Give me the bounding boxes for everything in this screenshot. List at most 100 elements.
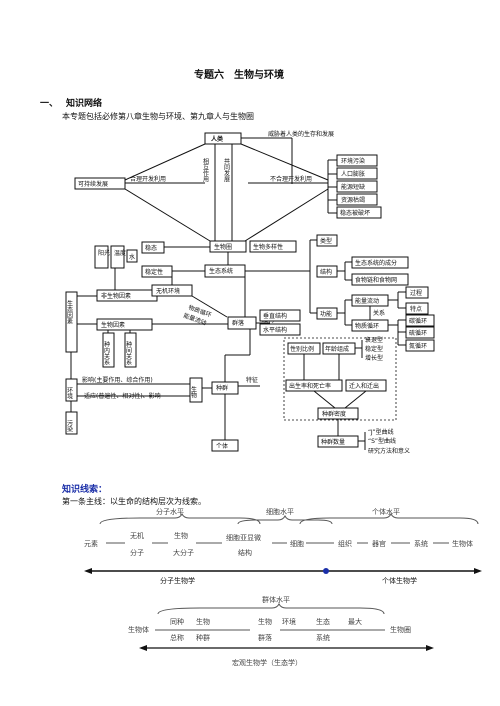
label-steady: 稳态	[145, 244, 157, 252]
label-system: 系统	[414, 539, 428, 548]
label-birth-death: 出生率和死亡率	[289, 382, 331, 390]
label-structure: 结构	[320, 268, 332, 276]
label-interact: 相互作用	[202, 157, 209, 183]
label-carbon-cycle: 碳循环	[409, 317, 427, 325]
box-vertical	[259, 309, 301, 322]
box-carbon-cycle	[405, 314, 435, 327]
label-sulfur-cycle: 硫循环	[409, 329, 427, 337]
box-pop-expansion	[336, 167, 378, 180]
label-organism: 生物体	[452, 539, 473, 548]
label-food-chain: 食物链和食物网	[355, 276, 397, 284]
label-sustainable: 可持续发展	[78, 180, 108, 188]
levels-diagram-1: 分子水平 细胞水平 个体水平 元素 无机 分子 生物 大分子 细胞亚显微 结构 …	[84, 507, 482, 585]
label-migration: 迁入和迁出	[349, 382, 379, 390]
label-bio: 生物	[196, 617, 210, 626]
label-subcellular: 细胞亚显微	[226, 533, 261, 542]
label-water: 水	[129, 253, 135, 261]
label-threat: 威胁着人类的生存和发展	[268, 130, 334, 138]
clue-line1: 第一条主线：以生命的结构层次为线索。	[62, 497, 206, 506]
label-macro-biology: 宏观生物学（生态学）	[232, 658, 302, 667]
label-eco-damage: 稳态被破坏	[340, 209, 370, 217]
label-inorganic: 无机	[130, 531, 144, 540]
label-stability: 稳定性	[145, 268, 163, 276]
box-pollution	[65, 411, 78, 435]
label-env-pollution: 环境污染	[341, 157, 365, 165]
label-resource-exhaust: 资源枯竭	[341, 196, 365, 204]
brace-cell	[237, 514, 333, 525]
label-element: 元素	[84, 539, 98, 548]
brace-molecular	[99, 512, 261, 525]
label-s-curve: “S”型曲线	[368, 437, 396, 445]
label-abiotic: 非生物因素	[101, 292, 131, 300]
label-largest: 最大	[348, 617, 362, 626]
label-energy-short: 能源短缺	[341, 183, 365, 191]
label-sunlight: 阳光	[98, 249, 110, 257]
label-pop-number: 种群数量	[321, 438, 345, 446]
arrow-right-2	[426, 645, 434, 651]
label-cell-level: 细胞水平	[266, 507, 294, 516]
box-organism	[189, 377, 203, 403]
label-pollution: 污染	[66, 419, 73, 433]
label-group-level: 群体水平	[262, 595, 290, 604]
arrow-left	[84, 568, 92, 574]
label-function: 功能	[320, 310, 332, 318]
label-process: 过程	[410, 289, 422, 297]
box-type	[316, 234, 338, 247]
label-human: 人类	[211, 135, 224, 143]
intro-text: 本专题包括必修第八章生物与环境、第九章人与生物圈	[62, 112, 254, 121]
label-organ: 器官	[372, 539, 386, 548]
label-biosphere: 生物圈	[214, 243, 232, 251]
label-rational-use: 合理开发利用	[130, 175, 166, 183]
label-molecule: 分子	[130, 548, 144, 557]
label-macromolecule: 大分子	[173, 548, 194, 557]
box-sulfur-cycle	[405, 326, 435, 339]
label-sex-ratio: 性别比例	[290, 345, 314, 353]
label-age-comp: 年龄组成	[325, 345, 349, 353]
arrow-right	[474, 568, 482, 574]
box-eco-damage	[336, 206, 382, 219]
label-biotic: 生物因素	[101, 321, 125, 329]
section-heading: 一、知识网络	[40, 96, 102, 109]
label-ecosystem: 生态系统	[209, 267, 233, 275]
label-biosphere2: 生物圈	[390, 625, 411, 634]
label-vertical: 垂直结构	[263, 312, 287, 320]
label-energy-flow: 能量流动	[355, 297, 379, 305]
label-cell: 细胞	[290, 539, 304, 548]
axis-dot	[323, 568, 329, 574]
label-same-species: 同种	[170, 617, 184, 626]
box-sunlight	[94, 245, 109, 269]
population-dashed-frame	[283, 337, 397, 421]
label-methods: 研究方法和意义	[368, 447, 410, 455]
label-nitrogen-cycle: 氮循环	[409, 342, 427, 350]
label-environment: 环境	[66, 387, 73, 400]
label-community2: 群落	[258, 633, 272, 642]
label-environment2: 环境	[282, 617, 296, 626]
label-molecular-level: 分子水平	[156, 507, 184, 516]
label-system2: 系统	[316, 633, 330, 642]
box-biodiversity	[249, 240, 297, 253]
box-eco-components	[351, 256, 409, 269]
label-irrational-use: 不合理开发利用	[270, 175, 312, 183]
arrow-left-2	[139, 645, 147, 651]
label-type: 类型	[320, 237, 332, 245]
label-individual-level: 个体水平	[372, 507, 400, 516]
label-organism2: 生物体	[128, 625, 149, 634]
box-resource-exhaust	[336, 193, 378, 206]
section-title: 知识网络	[66, 99, 103, 109]
box-process	[405, 286, 429, 299]
box-temperature	[110, 245, 125, 269]
box-individual	[211, 439, 239, 452]
label-total: 总称	[170, 633, 184, 642]
label-pop-expansion: 人口膨胀	[341, 170, 365, 178]
label-tissue: 组织	[338, 539, 352, 548]
label-community: 群落	[232, 319, 244, 327]
clue-heading: 知识线索：	[62, 485, 108, 495]
section-number: 一、	[40, 99, 59, 109]
box-nitrogen-cycle	[405, 339, 435, 352]
box-env-pollution	[336, 154, 378, 167]
label-organism: 生物	[190, 385, 197, 399]
label-growing: 增长型	[365, 354, 383, 362]
label-relation: 关系	[373, 309, 385, 317]
label-eco-components: 生态系统的成分	[355, 259, 397, 267]
box-energy-short	[336, 180, 378, 193]
